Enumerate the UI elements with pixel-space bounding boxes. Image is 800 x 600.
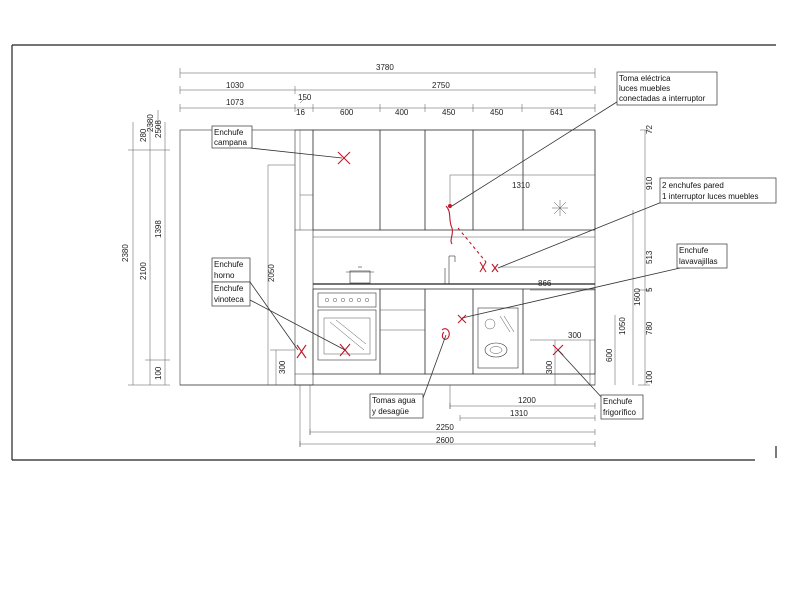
note-line: y desagüe	[372, 407, 409, 416]
note-line: campana	[214, 138, 247, 147]
note-line: lavavajillas	[679, 257, 718, 266]
note-line: Enchufe	[679, 246, 709, 255]
dim-b-2250: 2250	[436, 423, 454, 432]
dim-seg-450a: 450	[442, 108, 456, 117]
note-line: horno	[214, 271, 235, 280]
dim-b-1200: 1200	[518, 396, 536, 405]
dim-v-300-right: 300	[545, 360, 554, 374]
sheet-frame	[11, 44, 777, 461]
kitchen-cabinets	[179, 129, 596, 386]
dim-v-513: 513	[645, 250, 654, 264]
dim-v-100-right: 100	[645, 370, 654, 384]
note-line: Tomas agua	[372, 396, 416, 405]
dim-v-100-left: 100	[154, 366, 163, 380]
dim-seg-641: 641	[550, 108, 564, 117]
note-line: Toma eléctrica	[619, 74, 671, 83]
dim-seg-1073: 1073	[226, 98, 244, 107]
dim-overall-width: 3780	[376, 63, 394, 72]
dim-v-2050: 2050	[267, 264, 276, 282]
note-line: Enchufe	[603, 397, 633, 406]
dim-v-2380-left: 2380	[121, 244, 130, 262]
note-enchufe-horno: Enchufe horno	[211, 257, 251, 283]
dim-v-1310: 1310	[512, 181, 530, 190]
note-enchufe-lavavajillas: Enchufe lavavajillas	[676, 243, 728, 269]
top-dimension-lines	[179, 68, 596, 112]
dim-seg-450b: 450	[490, 108, 504, 117]
dim-v-300-left: 300	[278, 360, 287, 374]
dim-v-5: 5	[645, 287, 654, 292]
dim-v-2100: 2100	[139, 262, 148, 280]
dim-v-72: 72	[645, 125, 654, 134]
dim-b-2600: 2600	[436, 436, 454, 445]
note-tomas-agua: Tomas agua y desagüe	[369, 393, 424, 419]
dim-seg-400: 400	[395, 108, 409, 117]
dim-seg-150: 150	[298, 93, 312, 102]
inner-dimension-lines	[270, 129, 650, 386]
dim-v-866: 866	[538, 279, 552, 288]
note-line: 2 enchufes pared	[662, 181, 724, 190]
dim-v-280: 280	[139, 128, 148, 142]
note-line: conectadas a interruptor	[619, 94, 706, 103]
bottom-dimension-lines	[299, 385, 596, 447]
note-line: Enchufe	[214, 284, 244, 293]
dim-v-600-right: 600	[605, 348, 614, 362]
note-enchufe-frigorifico: Enchufe frigorífico	[600, 394, 644, 420]
dim-right-span: 2750	[432, 81, 450, 90]
dim-v-780: 780	[645, 321, 654, 335]
left-dimension-lines	[128, 110, 170, 386]
dim-v-2508: 2508	[154, 120, 163, 138]
dim-v-2380-top: 2380	[146, 114, 155, 132]
dim-seg-16: 16	[296, 108, 305, 117]
note-line: 1 interruptor luces muebles	[662, 192, 759, 201]
note-enchufe-vinoteca: Enchufe vinoteca	[211, 281, 251, 307]
note-toma-electrica: Toma eléctrica luces muebles conectadas …	[616, 71, 718, 106]
note-enchufe-campana: Enchufe campana	[211, 125, 253, 149]
dim-b-1310: 1310	[510, 409, 528, 418]
dim-v-910: 910	[645, 176, 654, 190]
note-line: luces muebles	[619, 84, 670, 93]
note-line: frigorífico	[603, 408, 636, 417]
dim-v-1050: 1050	[618, 317, 627, 335]
dim-seg-600: 600	[340, 108, 354, 117]
annotation-leaders	[249, 99, 681, 401]
note-line: Enchufe	[214, 128, 244, 137]
note-line: Enchufe	[214, 260, 244, 269]
dim-left-span: 1030	[226, 81, 244, 90]
note-line: vinoteca	[214, 295, 244, 304]
dim-v-1398: 1398	[154, 220, 163, 238]
note-enchufes-pared: 2 enchufes pared 1 interruptor luces mue…	[659, 177, 777, 204]
dim-h-300-right: 300	[568, 331, 582, 340]
dim-v-1600: 1600	[633, 288, 642, 306]
